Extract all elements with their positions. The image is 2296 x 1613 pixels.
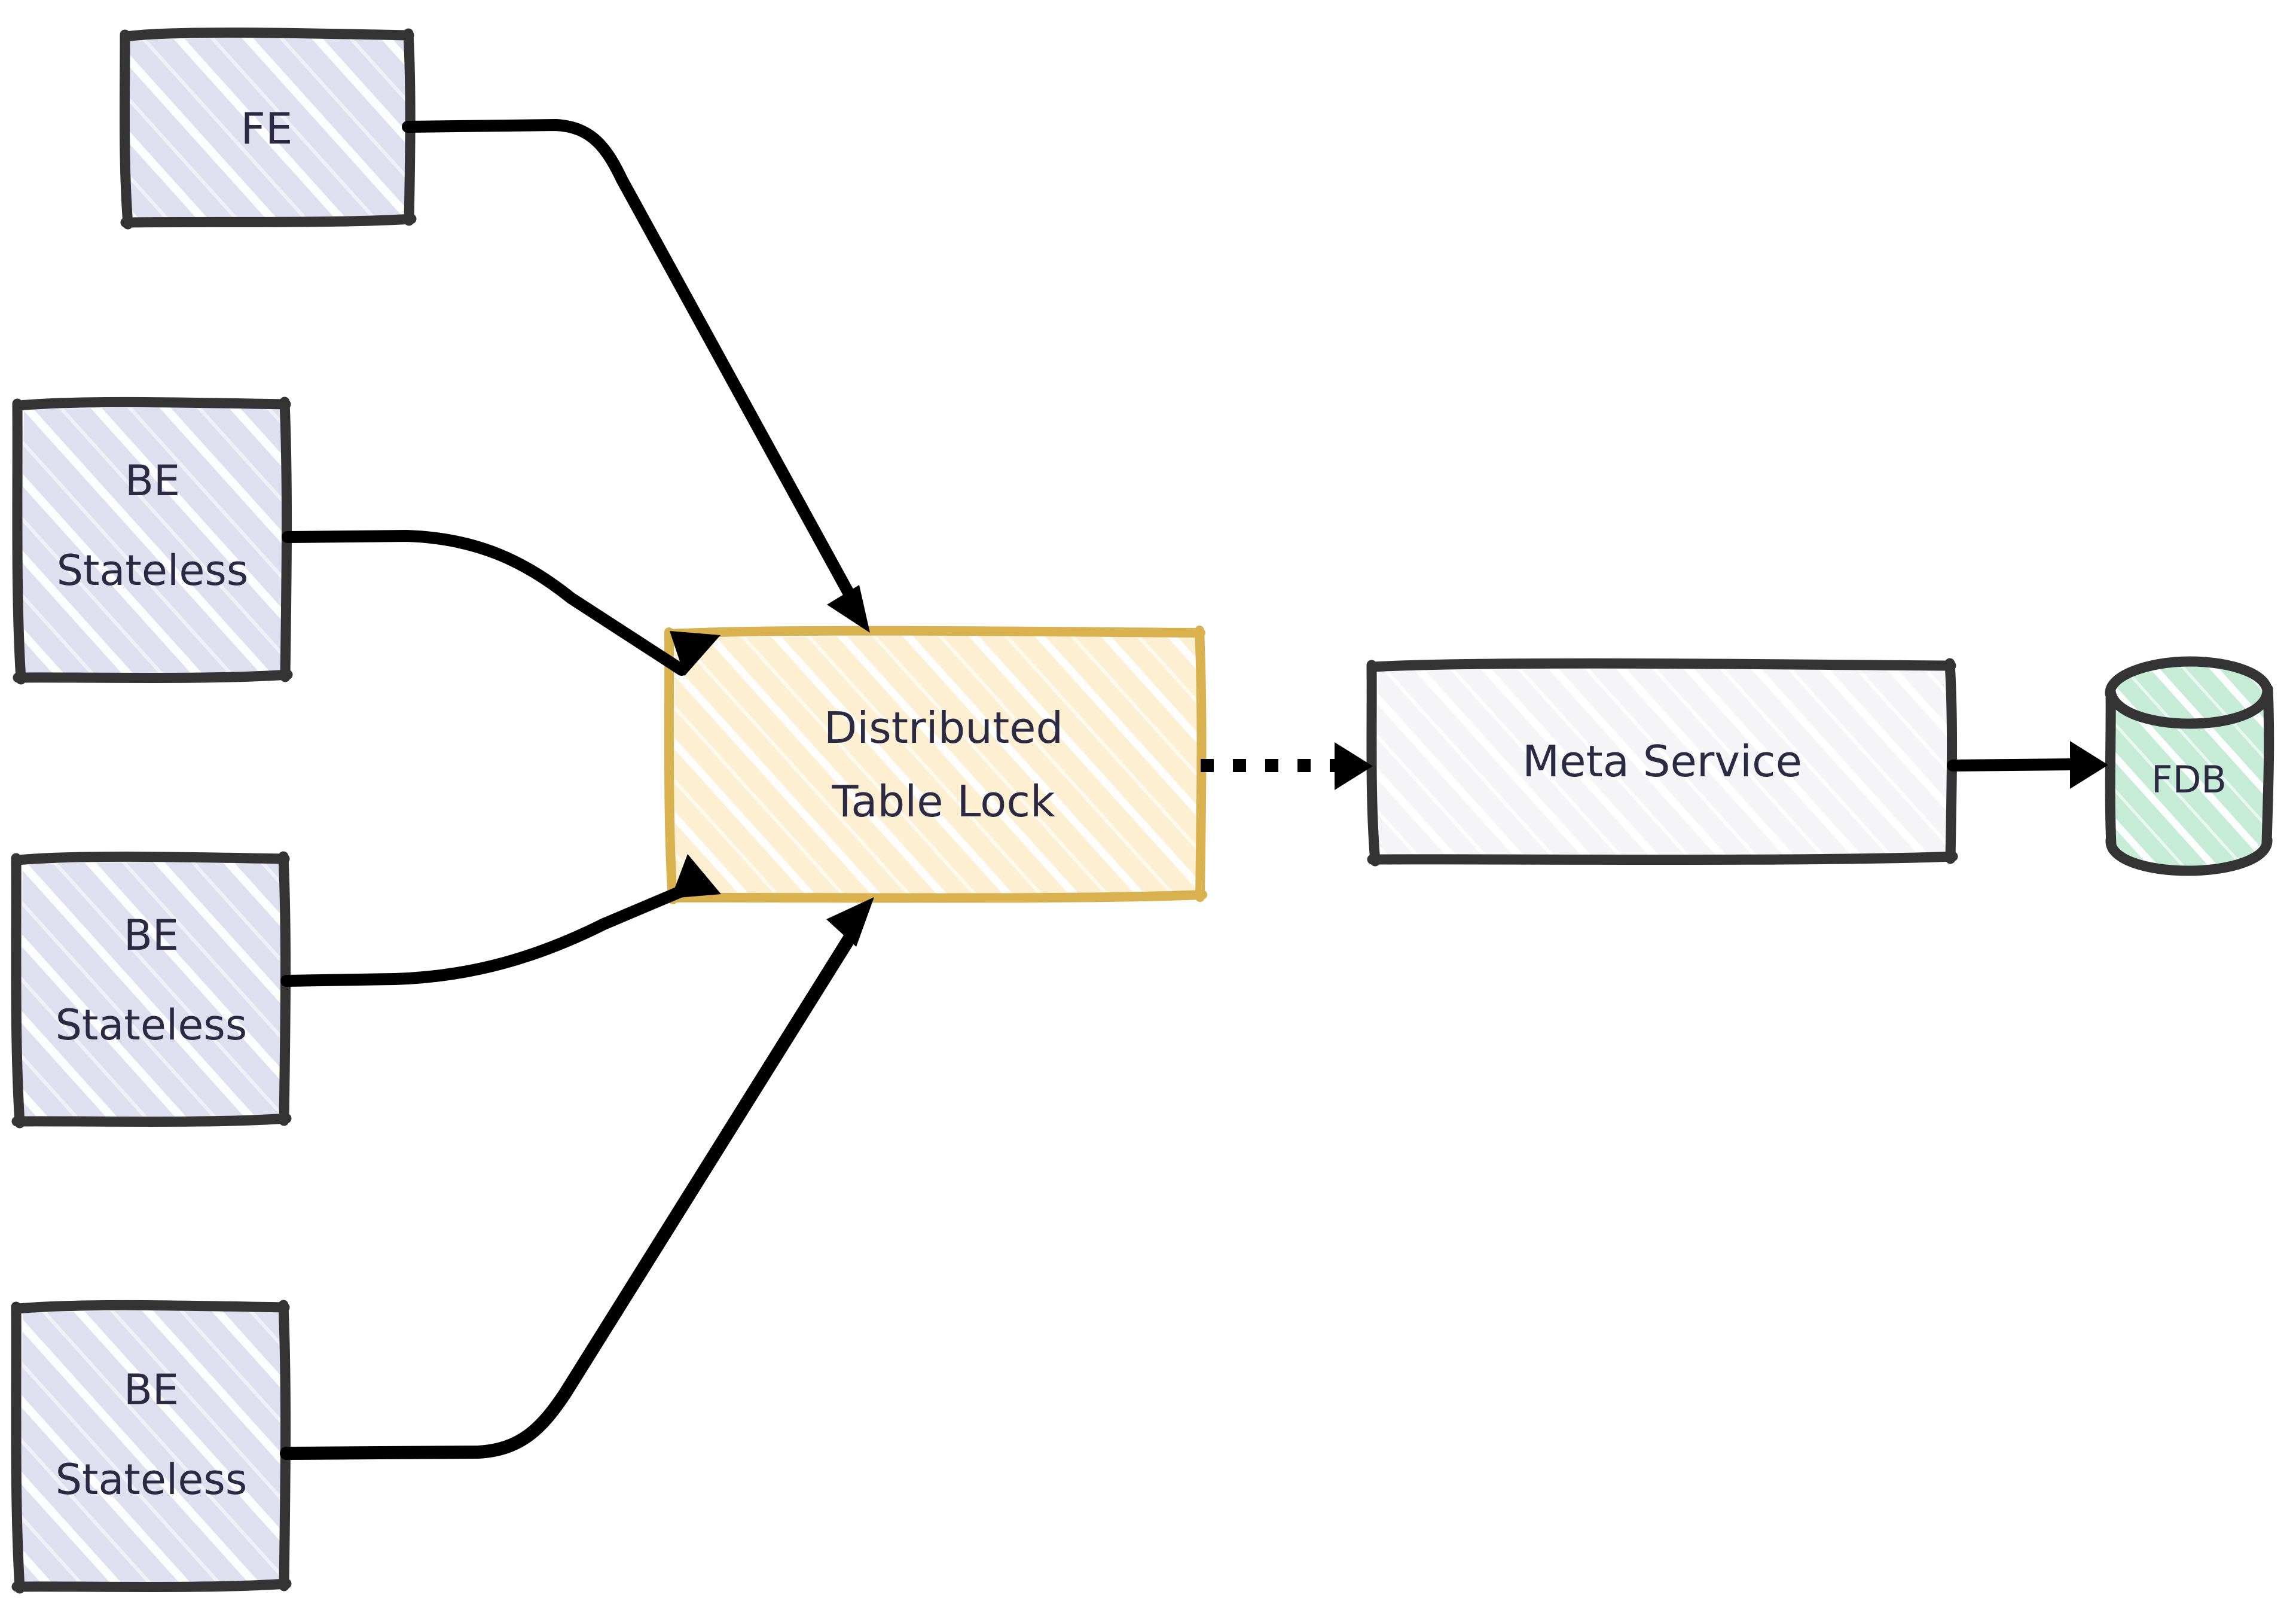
edge-lock-to-meta (1201, 742, 1373, 790)
node-be-stateless-3[interactable]: BE Stateless (11, 1300, 292, 1594)
be3-box-outline (11, 1300, 292, 1594)
be3-label-line1: BE (124, 1365, 179, 1414)
fdb-label: FDB (2151, 758, 2227, 801)
be2-label-line1: BE (124, 911, 179, 960)
node-distributed-table-lock[interactable]: Distributed Table Lock (664, 626, 1207, 904)
be1-label-line2: Stateless (57, 546, 249, 595)
be3-box-fill (19, 1309, 285, 1585)
edge-lock-to-meta-arrowhead (1335, 742, 1373, 790)
lock-box-fill (672, 634, 1201, 895)
edge-be2-to-lock-line (280, 885, 688, 987)
be2-box-fill (19, 860, 285, 1120)
edge-be1-to-lock-arrowhead (670, 631, 720, 676)
node-fe[interactable]: FE (119, 28, 417, 230)
edge-be1-to-lock (282, 529, 720, 676)
node-meta-service[interactable]: Meta Service (1366, 658, 1958, 867)
edge-meta-to-fdb-arrowhead (2070, 741, 2108, 789)
meta-box-fill (1375, 667, 1950, 857)
be1-box-fill (20, 405, 286, 676)
lock-label-line2: Table Lock (831, 776, 1055, 827)
edge-fe-to-lock-arrowhead (827, 585, 870, 633)
meta-label: Meta Service (1522, 736, 1802, 786)
meta-box-outline (1366, 658, 1958, 867)
edge-be3-to-lock-line (280, 932, 856, 1460)
lock-label-line1: Distributed (824, 703, 1063, 753)
edge-fe-to-lock (402, 118, 870, 633)
edge-fe-to-lock-line (402, 118, 857, 604)
edge-be3-to-lock (280, 897, 874, 1460)
fdb-cylinder-top-ellipse (2105, 686, 2273, 729)
edge-be2-to-lock-arrowhead (671, 854, 721, 898)
fe-box-fill (127, 36, 409, 220)
fe-label: FE (241, 103, 293, 154)
node-be-stateless-2[interactable]: BE Stateless (11, 851, 292, 1129)
be1-label-line1: BE (125, 456, 180, 505)
be2-label-line2: Stateless (56, 1001, 248, 1050)
edge-meta-to-fdb (1947, 741, 2108, 789)
node-fdb[interactable]: FDB (2105, 656, 2274, 876)
edge-meta-to-fdb-line (1947, 758, 2080, 772)
fdb-cylinder-outline (2105, 656, 2274, 876)
edge-be3-to-lock-arrowhead (826, 897, 874, 947)
be3-label-line2: Stateless (56, 1455, 248, 1504)
edge-be2-to-lock (280, 854, 721, 987)
edge-be1-to-lock-line (282, 529, 688, 676)
node-be-stateless-1[interactable]: BE Stateless (12, 397, 293, 685)
